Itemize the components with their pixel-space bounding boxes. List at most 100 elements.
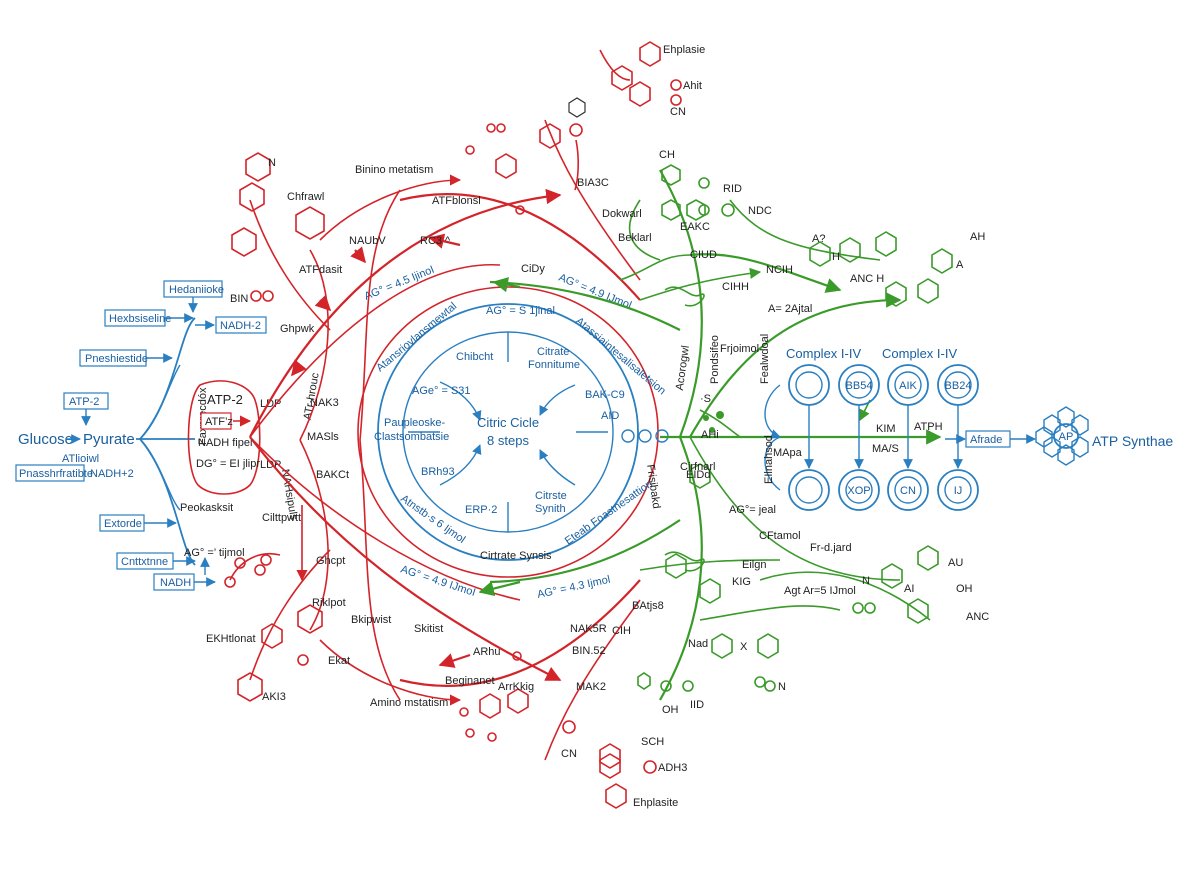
glabel-iid: IID xyxy=(690,699,704,711)
label-binino: Binino metatism xyxy=(355,164,433,176)
complex-label-2: Complex I-IV xyxy=(882,346,957,361)
glabel-ag-jeal: AG°= jeal xyxy=(729,504,776,516)
label-bakc: BAKCt xyxy=(316,469,349,481)
glabel-side-v3: EIlnahsod xyxy=(763,435,775,484)
glabel-rid: RID xyxy=(723,183,742,195)
glabel-maps: MA/S xyxy=(872,443,899,455)
glabel-mapa: MApa xyxy=(773,447,803,459)
cycle-pep: Paupleoske- xyxy=(384,417,445,429)
label-skitist: Skitist xyxy=(414,623,443,635)
phosphofr-label: Pnasshrfratibte xyxy=(19,468,93,480)
phosphofr-box xyxy=(15,464,85,482)
cycle-synth: Cirtrate Synsis xyxy=(480,550,552,562)
cycle-subtitle: 8 steps xyxy=(487,433,529,448)
hexose-label: Hexbsiseline xyxy=(109,313,171,325)
glabel-khm: KIM xyxy=(876,423,896,435)
label-nak3: NAK3 xyxy=(310,397,339,409)
cycle-outer-bot: AG° = 4.9 IJmoI xyxy=(399,563,477,599)
glabel-atph: ATPH xyxy=(914,421,943,433)
label-cittpwtt: Cilttpwtt xyxy=(262,512,301,524)
glabel-fr: Fr-d.jard xyxy=(810,542,852,554)
glabel-x: X xyxy=(740,641,748,653)
complex-ring-8-label: IJ xyxy=(954,485,963,497)
label-ahit: Ahit xyxy=(683,80,702,92)
label-atfblonsl: ATFblonsl xyxy=(432,195,481,207)
label-cn-top: CN xyxy=(670,106,686,118)
glabel-side-v1: Fealwdoal xyxy=(759,334,771,384)
glabel-cft: CFtamol xyxy=(759,530,801,542)
label-cih: CIH xyxy=(612,625,631,637)
label-ehpl-top: Ehplasie xyxy=(663,44,705,56)
cycle-citrate1: Citrate xyxy=(537,346,569,358)
cycle-arc-br: Eteab Foastnesattion xyxy=(563,478,655,547)
glabel-ah3: H xyxy=(832,251,840,263)
cycle-pep2: Clastsombatsie xyxy=(374,431,449,443)
green-molecules xyxy=(637,164,953,692)
label-bin: BIN xyxy=(230,293,248,305)
label-dokwarl: Dokwarl xyxy=(602,208,642,220)
complex-ring-4-label: BB24 xyxy=(945,380,972,392)
cycle-outer-bot2: AG° = 4.3 Ijmol xyxy=(536,574,611,601)
green-pathways xyxy=(478,169,942,701)
extorde-label: Extorde xyxy=(104,518,142,530)
complex-ring-6: XOP xyxy=(838,469,880,511)
glabel-a-ajtal: A= 2Ajtal xyxy=(768,303,812,315)
glabel-cihh: CIHH xyxy=(722,281,749,293)
label-cn-bot: CN xyxy=(561,748,577,760)
red-molecules xyxy=(224,41,682,809)
label-masls: MASls xyxy=(307,431,339,443)
glabel-s: ·S xyxy=(700,393,711,405)
green-region-labels: CH RID NDC EAKC AH A? H NCIH ANC H A CIU… xyxy=(632,149,989,716)
glabel-eid: EIDd xyxy=(686,469,710,481)
glabel-bats: BAtjs8 xyxy=(632,600,664,612)
red-panel-box xyxy=(200,412,232,430)
glabel-ch: CH xyxy=(659,149,675,161)
cycle-brh: BRh93 xyxy=(421,466,455,478)
complex-ring-1 xyxy=(788,364,830,406)
label-atf-mid: ATFdasit xyxy=(299,264,342,276)
label-bkipwist: Bkipwist xyxy=(351,614,391,626)
label-mak2: MAK2 xyxy=(576,681,606,693)
glucose-label: Glucose xyxy=(18,431,73,448)
glabel-eign: Eilgn xyxy=(742,559,766,571)
ap-label: AP xyxy=(1059,431,1074,443)
label-ekat: Ekat xyxy=(328,655,350,667)
label-arhu: ARhu xyxy=(473,646,501,658)
cycle-bak: BAK-C9 xyxy=(585,389,625,401)
cycle-chibcht: Chibcht xyxy=(456,351,493,363)
label-nak5r: NAK5R xyxy=(570,623,607,635)
cycle-citrate1b: Fonnitume xyxy=(528,359,580,371)
label-ghcpt: Ghcpt xyxy=(316,555,345,567)
label-naubv: NAUbV xyxy=(349,235,386,247)
glabel-oh: OH xyxy=(956,583,973,595)
complex-ring-7-label: CN xyxy=(900,485,916,497)
red-region-labels: Binino metatism Chfrawl ATFblonsl NAUbV … xyxy=(206,44,715,809)
red-panel-pek: Peokasksit xyxy=(180,502,233,514)
glabel-cud: CIUD xyxy=(690,249,717,261)
glabel-ahi: AHi xyxy=(701,429,719,441)
phosphate-label: Pneshiestide xyxy=(85,353,148,365)
cycle-citrate2: Citrste xyxy=(535,490,567,502)
complex-ring-3: AIK xyxy=(887,364,929,406)
cycle-aid: AID xyxy=(601,410,619,422)
cycle-arc-tr: Atassiaintesalisaletsion xyxy=(573,315,668,397)
glabel-ah: AH xyxy=(970,231,985,243)
complex-ring-4: BB24 xyxy=(937,364,979,406)
glabel-oh2: OH xyxy=(662,704,679,716)
label-bin52: BIN.52 xyxy=(572,645,606,657)
nadh2-box xyxy=(215,316,267,334)
glabel-ah2: A? xyxy=(812,233,825,245)
cycle-arc-right: Acorogwl xyxy=(674,345,692,391)
red-panel-dg: DG° = EI jlipr xyxy=(196,458,260,470)
label-ehpl-bot: Ehplasite xyxy=(633,797,678,809)
cycle-arc-tl: Atansriovlansmewtal xyxy=(374,300,459,374)
red-panel-nadh: NADH fipel xyxy=(198,437,252,449)
cycle-dg-mid: AGe° = S31 xyxy=(412,385,471,397)
glabel-n2: N xyxy=(778,681,786,693)
cycle-erp: ERP·2 xyxy=(465,504,497,516)
glabel-agt: Agt Ar=5 IJmol xyxy=(784,585,856,597)
label-beginanet: Beginanet xyxy=(445,675,495,687)
label-bia3c: BIA3C xyxy=(577,177,609,189)
label-riklpot: Riklpot xyxy=(312,597,346,609)
